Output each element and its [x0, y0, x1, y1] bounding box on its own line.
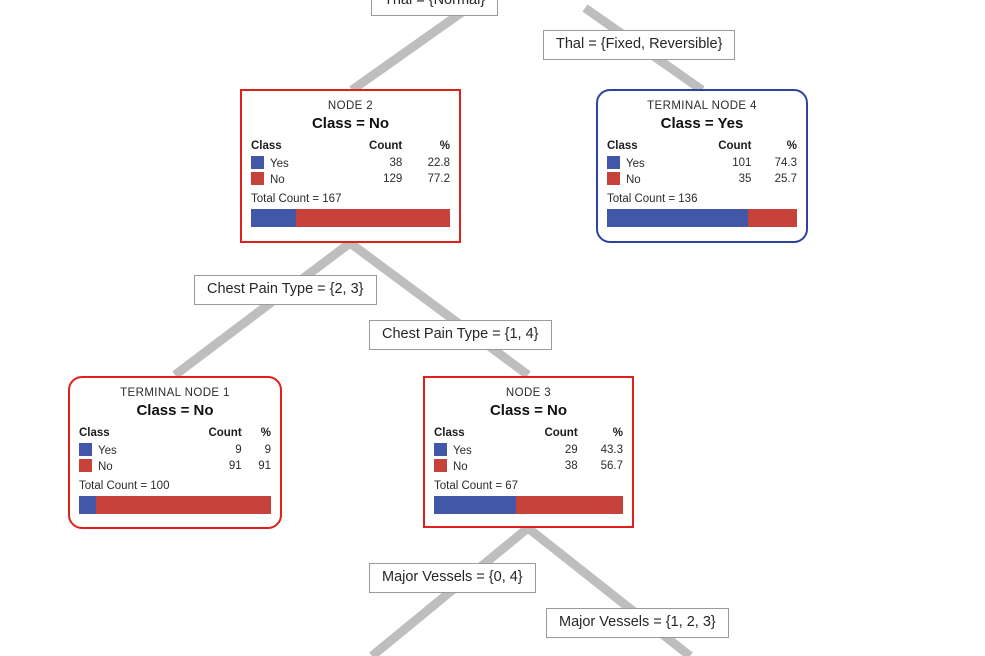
node-class-label: Class = No — [311, 115, 390, 132]
column-header-pct: % — [612, 427, 623, 439]
node-class-label: Class = Yes — [660, 115, 744, 132]
condition-label-thal-fixed-reversible[interactable]: Thal = {Fixed, Reversible} — [543, 30, 736, 60]
row-count: 38 — [389, 157, 403, 169]
condition-label-chest-pain-2-3[interactable]: Chest Pain Type = {2, 3} — [194, 275, 377, 305]
tree-node-node3[interactable]: NODE 3 Class = No Class Count % Yes 29 4… — [423, 376, 634, 528]
node-class-label: Class = No — [489, 402, 568, 419]
column-header-count: Count — [718, 140, 752, 152]
distribution-bar-segment-no — [296, 209, 450, 227]
table-row: No 38 56.7 — [434, 458, 623, 474]
column-header-pct: % — [439, 140, 450, 152]
legend-swatch-no-icon — [607, 172, 620, 185]
total-count-label: Total Count = 100 — [79, 480, 170, 492]
node-kicker: NODE 2 — [327, 100, 374, 112]
distribution-bar — [79, 496, 271, 514]
condition-label-major-vessels-1-2-3[interactable]: Major Vessels = {1, 2, 3} — [546, 608, 729, 638]
row-pct: 25.7 — [774, 173, 797, 185]
row-label: No — [98, 461, 113, 473]
edge-root-to-node2 — [349, 4, 471, 94]
column-header-class: Class — [251, 140, 282, 152]
legend-swatch-yes-icon — [251, 156, 264, 169]
table-row: Yes 38 22.8 — [251, 155, 450, 171]
legend-swatch-no-icon — [79, 459, 92, 472]
table-row: Yes 101 74.3 — [607, 155, 797, 171]
table-header-row: Class Count % — [79, 427, 271, 442]
edge-node2-to-node1 — [172, 239, 353, 379]
column-header-pct: % — [260, 427, 271, 439]
column-header-pct: % — [786, 140, 797, 152]
tree-node-terminal-node1[interactable]: TERMINAL NODE 1 Class = No Class Count %… — [68, 376, 282, 529]
node-class-table: Class Count % Yes 101 74.3 No 35 — [607, 140, 797, 187]
distribution-bar — [607, 209, 797, 227]
row-pct: 22.8 — [427, 157, 450, 169]
tree-node-terminal-node4[interactable]: TERMINAL NODE 4 Class = Yes Class Count … — [596, 89, 808, 243]
row-pct: 77.2 — [427, 173, 450, 185]
node-class-table: Class Count % Yes 38 22.8 No 129 — [251, 140, 450, 187]
column-header-count: Count — [544, 427, 578, 439]
row-pct: 56.7 — [600, 460, 623, 472]
distribution-bar-segment-yes — [434, 496, 516, 514]
table-header-row: Class Count % — [434, 427, 623, 442]
row-label: Yes — [453, 445, 472, 457]
node-kicker: NODE 3 — [505, 387, 552, 399]
column-header-class: Class — [79, 427, 110, 439]
table-row: Yes 29 43.3 — [434, 442, 623, 458]
row-pct: 74.3 — [774, 157, 797, 169]
row-count: 91 — [228, 460, 242, 472]
distribution-bar — [434, 496, 623, 514]
table-row: No 91 91 — [79, 458, 271, 474]
node-kicker: TERMINAL NODE 4 — [647, 100, 757, 112]
legend-swatch-yes-icon — [607, 156, 620, 169]
distribution-bar-segment-yes — [607, 209, 749, 227]
table-row: No 35 25.7 — [607, 171, 797, 187]
node-class-table: Class Count % Yes 9 9 No 91 — [79, 427, 271, 474]
row-pct: 91 — [258, 460, 271, 472]
distribution-bar-segment-yes — [79, 496, 97, 514]
total-count-label: Total Count = 167 — [251, 193, 342, 205]
node-kicker: TERMINAL NODE 1 — [120, 387, 230, 399]
distribution-bar-segment-yes — [251, 209, 297, 227]
column-header-count: Count — [369, 140, 403, 152]
distribution-bar-segment-no — [515, 496, 623, 514]
table-header-row: Class Count % — [607, 140, 797, 155]
legend-swatch-yes-icon — [434, 443, 447, 456]
row-label: Yes — [270, 158, 289, 170]
total-count-label: Total Count = 67 — [434, 480, 519, 492]
distribution-bar-segment-no — [96, 496, 271, 514]
row-count: 38 — [564, 460, 578, 472]
tree-node-node2[interactable]: NODE 2 Class = No Class Count % Yes 38 2… — [240, 89, 461, 243]
table-row: Yes 9 9 — [79, 442, 271, 458]
edge-node2-to-node3 — [347, 239, 531, 379]
table-row: No 129 77.2 — [251, 171, 450, 187]
row-count: 101 — [732, 157, 752, 169]
row-label: No — [453, 461, 468, 473]
row-label: No — [626, 174, 641, 186]
column-header-class: Class — [607, 140, 638, 152]
column-header-count: Count — [208, 427, 242, 439]
node-class-table: Class Count % Yes 29 43.3 No 38 — [434, 427, 623, 474]
row-label: Yes — [98, 445, 117, 457]
row-label: Yes — [626, 158, 645, 170]
distribution-bar-segment-no — [748, 209, 797, 227]
table-header-row: Class Count % — [251, 140, 450, 155]
legend-swatch-no-icon — [434, 459, 447, 472]
condition-label-thal-normal[interactable]: Thal = {Normal} — [371, 0, 499, 16]
node-class-label: Class = No — [136, 402, 214, 419]
column-header-class: Class — [434, 427, 465, 439]
row-count: 29 — [564, 444, 578, 456]
legend-swatch-yes-icon — [79, 443, 92, 456]
row-count: 9 — [235, 444, 242, 456]
row-count: 129 — [383, 173, 403, 185]
row-pct: 43.3 — [600, 444, 623, 456]
total-count-label: Total Count = 136 — [607, 193, 698, 205]
row-label: No — [270, 174, 285, 186]
row-pct: 9 — [264, 444, 271, 456]
legend-swatch-no-icon — [251, 172, 264, 185]
row-count: 35 — [738, 173, 752, 185]
condition-label-major-vessels-0-4[interactable]: Major Vessels = {0, 4} — [369, 563, 536, 593]
distribution-bar — [251, 209, 450, 227]
condition-label-chest-pain-1-4[interactable]: Chest Pain Type = {1, 4} — [369, 320, 552, 350]
